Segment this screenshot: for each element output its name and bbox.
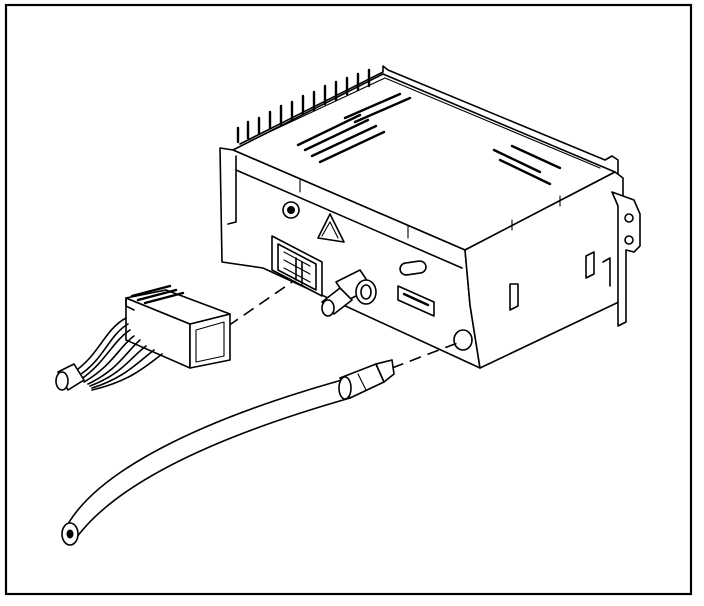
auxiliary-socket: [397, 285, 435, 317]
bracket-hole: [282, 201, 300, 219]
radio-cooling-fins: [236, 68, 371, 144]
harness-alignment-line: [227, 281, 293, 327]
radio-receiver: [219, 65, 641, 369]
antenna-jack: [321, 269, 377, 317]
triangle-marker-icon: [317, 213, 345, 243]
radio-harness-socket: [271, 235, 323, 297]
figure-frame: [4, 3, 693, 596]
mounting-bracket: [611, 191, 641, 327]
antenna-receptacle: [453, 329, 473, 351]
wiring-harness-connector: [55, 284, 231, 391]
radio-vent-slots: [296, 92, 562, 186]
antenna-cable: [61, 359, 395, 546]
harness-wires: [73, 317, 163, 391]
antenna-alignment-line: [391, 341, 461, 369]
side-slot: [399, 260, 427, 276]
